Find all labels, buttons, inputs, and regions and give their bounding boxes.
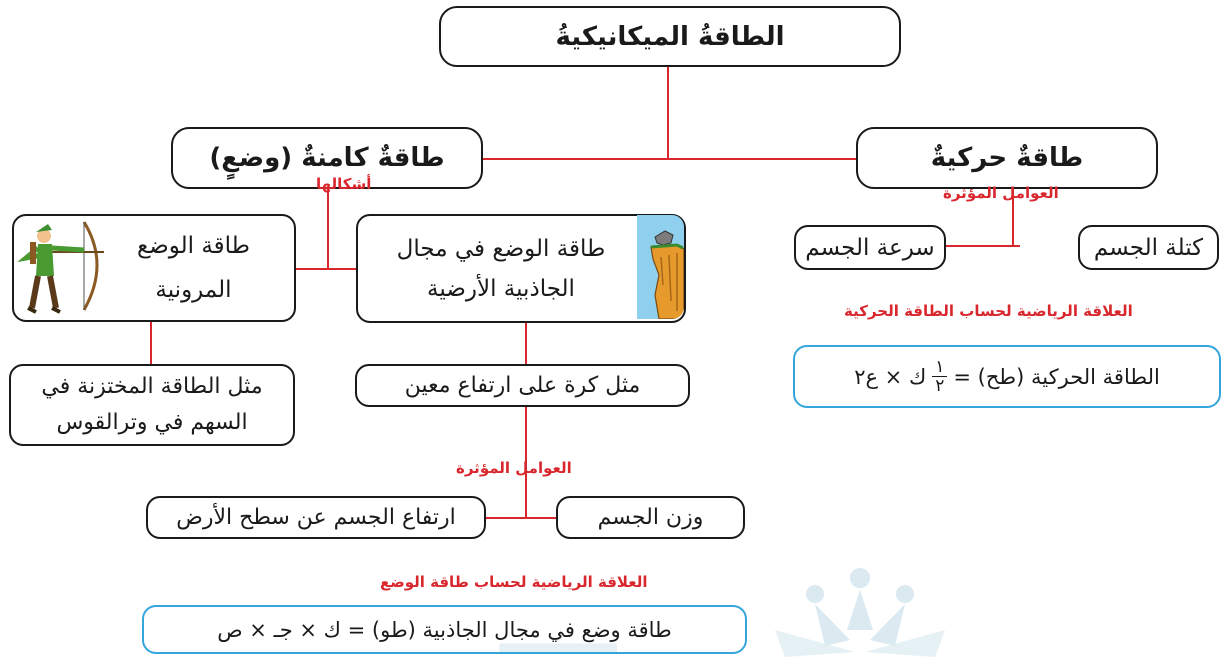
potential-formula-box: طاقة وضع في مجال الجاذبية (طو) = ك × جـ … [142,605,747,654]
page-title: الطاقةُ الميكانيكيةُ [555,21,785,52]
kinetic-factors-label: العوامل المؤثرة [943,184,1059,202]
potential-factor-weight-box: وزن الجسم [556,496,745,539]
connector-elastic-example [150,322,152,364]
connector-potential-factors [525,407,527,519]
kinetic-factor-speed-box: سرعة الجسم [794,225,946,270]
connector-kinetic-factors [1012,190,1014,246]
archer-illustration [17,218,106,318]
potential-factors-label: العوامل المؤثرة [456,459,572,477]
elastic-potential-line2: المرونية [155,277,232,303]
potential-factor-weight: وزن الجسم [597,505,704,530]
kinetic-energy-label: طاقةٌ حركيةٌ [930,143,1084,173]
connector-kinetic-factors-horizontal [946,245,1020,247]
text-watermark: ـــــ [500,590,617,669]
elastic-potential-box: طاقة الوضع المرونية [12,214,296,322]
gravitational-example-text: مثل كرة على ارتفاع معين [404,373,641,398]
connector-gravitational-example [525,322,527,364]
connector-title-stem [667,67,669,159]
kinetic-formula-suffix: ك × ع٢ [854,364,927,389]
potential-formula-caption: العلاقة الرياضية لحساب طاقة الوضع [380,573,648,591]
kinetic-formula-prefix: الطاقة الحركية (طح) = [953,364,1160,389]
potential-forms-label: أشكالها [316,175,372,193]
potential-energy-box: طاقةٌ كامنةٌ (وضعٍ) [171,127,483,189]
cliff-illustration [637,215,684,319]
connector-main-horizontal [483,158,856,160]
elastic-potential-line1: طاقة الوضع [136,233,250,259]
potential-factor-height-box: ارتفاع الجسم عن سطح الأرض [146,496,486,539]
gravitational-potential-box: طاقة الوضع في مجال الجاذبية الأرضية [356,214,686,323]
kinetic-factor-mass: كتلة الجسم [1093,234,1204,261]
potential-energy-label: طاقةٌ كامنةٌ (وضعٍ) [209,143,445,173]
potential-formula: طاقة وضع في مجال الجاذبية (طو) = ك × جـ … [217,617,672,642]
kinetic-formula-box: الطاقة الحركية (طح) = ١ ٢ ك × ع٢ [793,345,1221,408]
kinetic-formula-denominator: ٢ [935,376,945,396]
title-box: الطاقةُ الميكانيكيةُ [439,6,901,67]
elastic-example-text: مثل الطاقة المختزنة في السهم في وترالقوس [41,374,263,435]
kinetic-factor-mass-box: كتلة الجسم [1078,225,1219,270]
kinetic-factor-speed: سرعة الجسم [805,234,935,261]
kinetic-formula-numerator: ١ [932,358,948,377]
connector-potential-forms [327,190,329,270]
potential-factor-height: ارتفاع الجسم عن سطح الأرض [176,505,456,530]
connector-forms-horizontal [296,268,356,270]
kinetic-formula-fraction: ١ ٢ [932,358,948,396]
gravitational-potential-label: طاقة الوضع في مجال الجاذبية الأرضية [396,235,606,302]
elastic-potential-text: طاقة الوضع المرونية [111,224,276,312]
gravitational-example-box: مثل كرة على ارتفاع معين [355,364,690,407]
connector-potential-factors-horizontal [486,517,556,519]
emblem-watermark [755,560,965,657]
kinetic-energy-box: طاقةٌ حركيةٌ [856,127,1158,189]
kinetic-formula-caption: العلاقة الرياضية لحساب الطاقة الحركية [844,302,1133,320]
elastic-example-box: مثل الطاقة المختزنة في السهم في وترالقوس [9,364,295,446]
